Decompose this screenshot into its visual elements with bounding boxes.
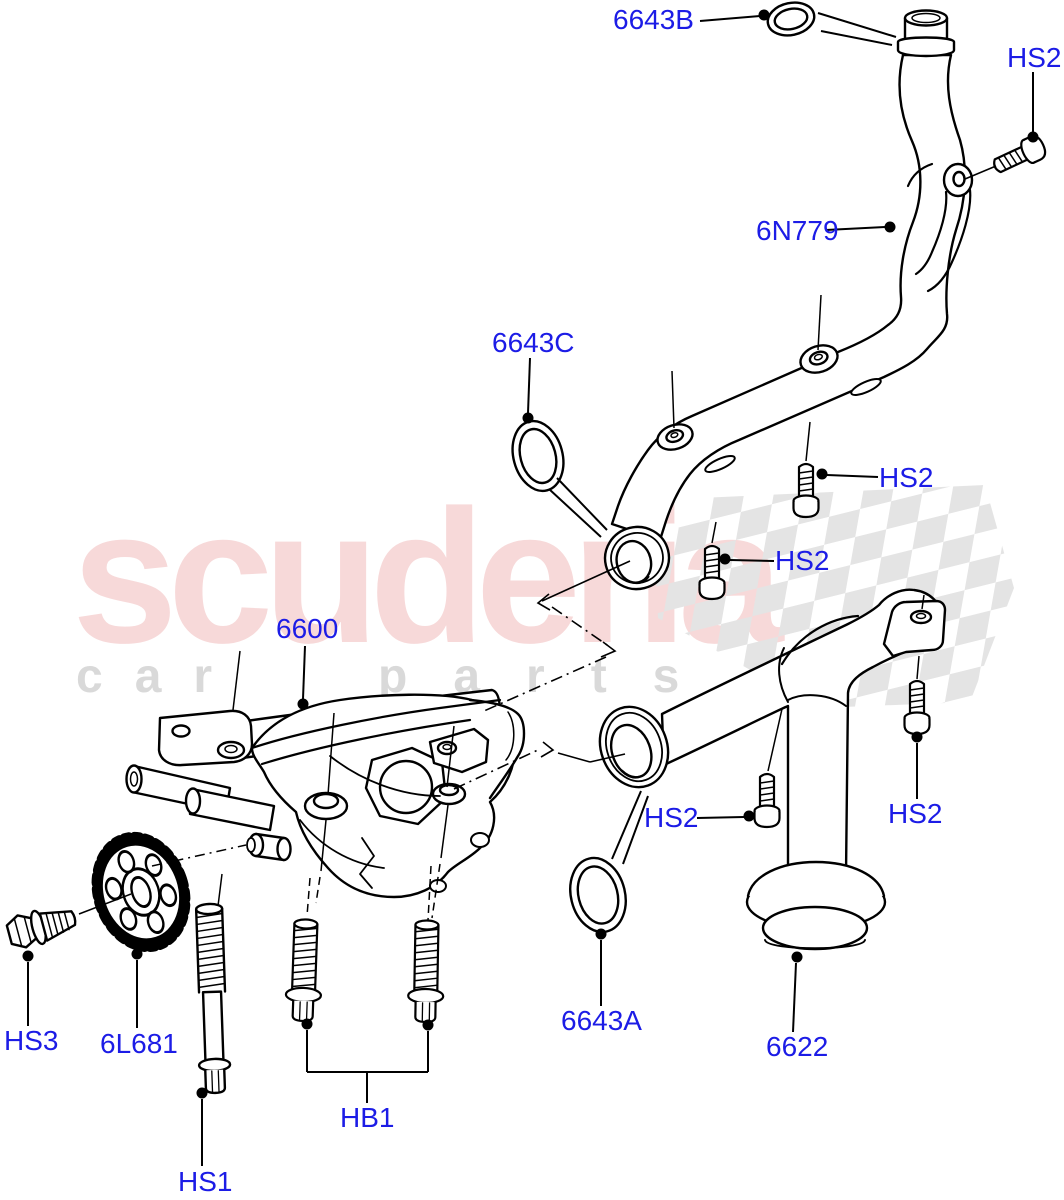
callout-leaders xyxy=(22,9,1039,1166)
callout-hs3: HS3 xyxy=(4,1025,59,1056)
callout-hs1: HS1 xyxy=(178,1166,233,1197)
callout-hs2-pickup-right: HS2 xyxy=(888,798,943,829)
bolt-hb1-left xyxy=(283,917,325,1023)
bolt-hs1 xyxy=(194,902,232,1095)
callout-6643b: 6643B xyxy=(613,4,694,35)
callout-6l681: 6L681 xyxy=(100,1028,178,1059)
callout-hs2-pickup-left: HS2 xyxy=(644,802,699,833)
callout-hs2-upper: HS2 xyxy=(879,462,934,493)
feed-tube-bracket xyxy=(906,162,974,293)
callout-hb1: HB1 xyxy=(340,1102,395,1133)
feed-tube-tab-upper xyxy=(799,344,839,374)
assembly-centerline-lower xyxy=(453,741,626,790)
callout-6643c: 6643C xyxy=(492,327,575,358)
callout-6622: 6622 xyxy=(766,1031,829,1062)
watermark-layer: scuderia car parts xyxy=(72,471,1014,708)
feed-tube-tab-lower xyxy=(656,423,694,451)
callout-6600: 6600 xyxy=(276,613,339,644)
guide-lines xyxy=(78,165,997,921)
strainer-bell xyxy=(745,860,887,951)
o-ring-6643a xyxy=(569,856,627,934)
checkered-flag-watermark xyxy=(655,485,1014,708)
bolt-hs3 xyxy=(5,909,77,949)
callout-hs2-mid: HS2 xyxy=(775,545,830,576)
o-ring-6643c xyxy=(511,419,565,493)
oil-pump-gear-6l681 xyxy=(91,831,191,953)
callout-6n779: 6N779 xyxy=(756,215,839,246)
assembly-centerline-upper xyxy=(483,560,631,712)
bolt-hs2-pickup-left xyxy=(753,772,781,829)
bolt-hs2-feed-upper xyxy=(792,462,820,519)
tagline-word-car: car xyxy=(76,650,244,703)
bolt-hs2-bracket xyxy=(988,132,1050,180)
oil-pump-6600 xyxy=(125,688,526,899)
pickup-tube-collar xyxy=(598,705,670,789)
bolt-hb1-right xyxy=(406,918,446,1024)
callout-6643a: 6643A xyxy=(561,1005,642,1036)
feed-tube-flange xyxy=(603,525,671,591)
oil-pickup-tube-6622 xyxy=(598,588,947,951)
o-ring-6643b xyxy=(766,1,816,37)
callout-hs2-bracket: HS2 xyxy=(1007,42,1062,73)
oil-feed-tube-6n779 xyxy=(603,9,974,591)
pickup-tube-bracket xyxy=(882,599,947,658)
